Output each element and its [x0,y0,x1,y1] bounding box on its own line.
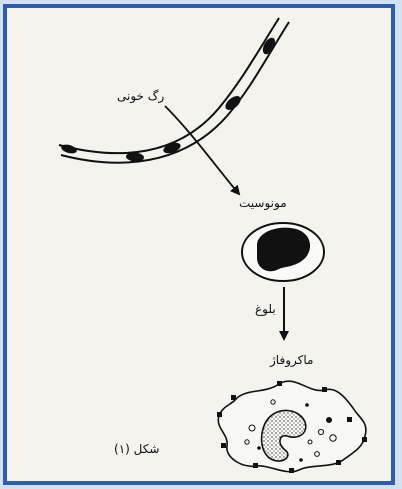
monocyte-cell [242,223,324,281]
blood-vessel-label: رگ خونی [117,89,164,103]
blood-vessel [59,18,289,163]
macrophage-cell [217,381,367,473]
diagram-frame: رگ خونی مونوسیت بلوغ ماکروفاژ شکل (۱) [3,4,395,485]
figure-caption: شکل (۱) [114,442,159,456]
diagram-canvas [7,8,391,481]
macrophage-label: ماکروفاژ [270,353,313,367]
endothelial-nucleus [60,143,78,155]
maturation-label: بلوغ [255,302,276,316]
monocyte-label: مونوسیت [239,196,287,210]
